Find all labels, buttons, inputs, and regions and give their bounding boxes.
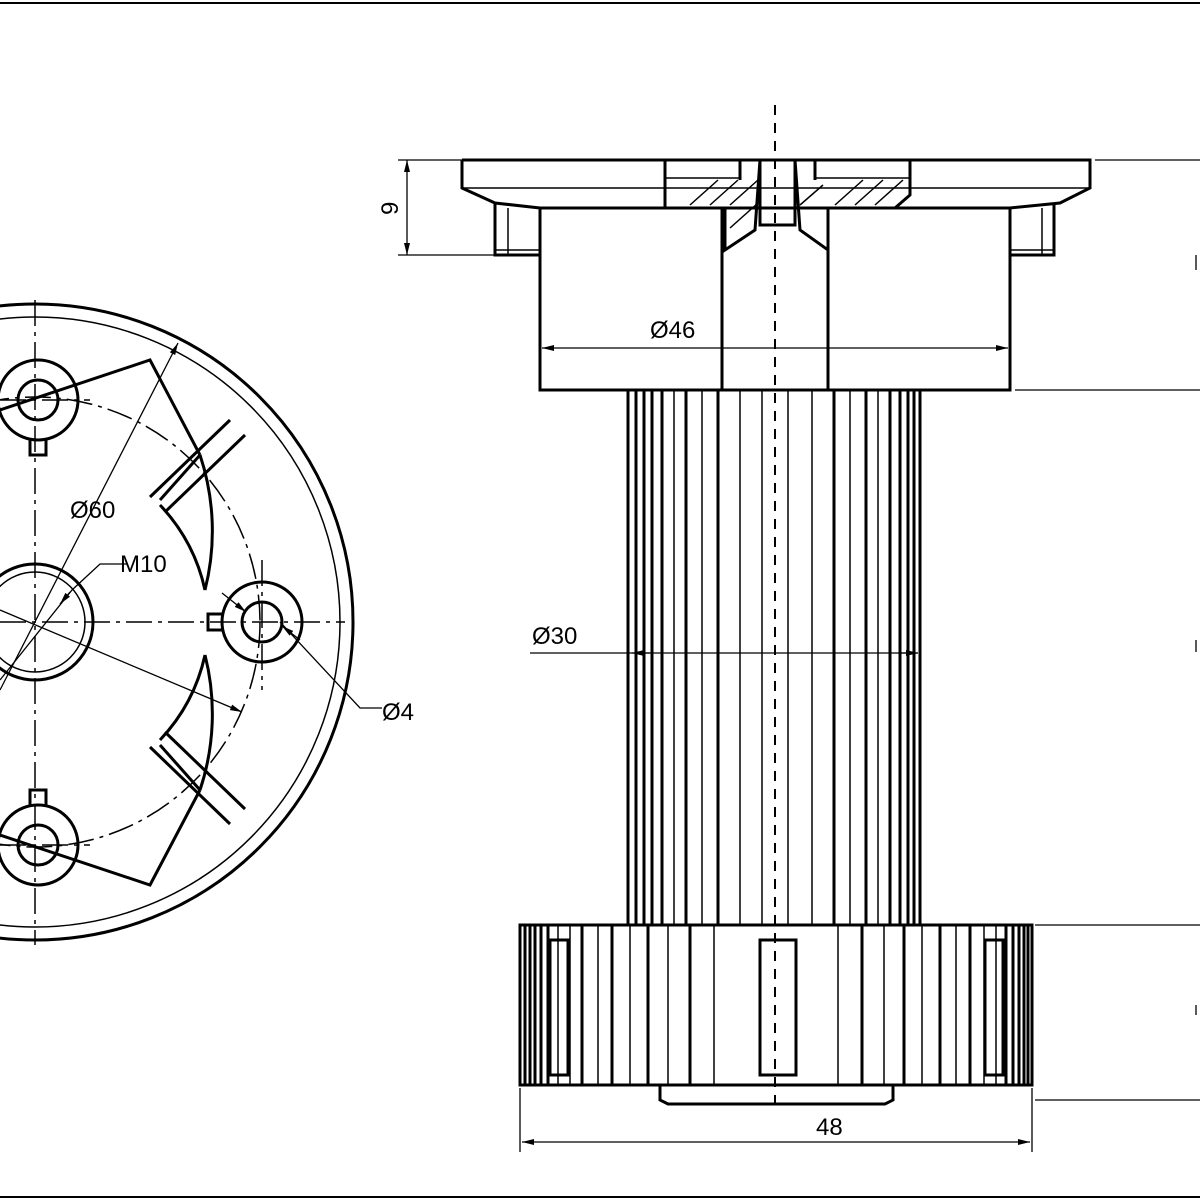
base-foot [518,923,1034,1106]
dim-top-diameter: Ø46 [650,317,695,344]
right-extension-lines [1015,159,1200,1101]
dim-48-group: 48 [519,1088,1033,1152]
plan-view: Ø60 M10 Ø4 [0,300,414,945]
dim-30-group: Ø30 [530,623,918,656]
dim-hole-diameter: Ø4 [382,699,414,726]
knurl-right [837,925,1030,1085]
dim-base-width: 48 [816,1114,843,1141]
dim-plate-height: 9 [377,202,404,215]
dim-plate-diameter: Ø60 [70,497,115,524]
knurl-left [523,925,715,1085]
plan-ribs [0,358,247,887]
fluted-stem [626,388,922,927]
dim-46-group: Ø46 [542,317,1008,351]
dim-9-group: 9 [377,159,495,256]
dim-stem-diameter: Ø30 [532,623,577,650]
hub-section [663,159,912,253]
elevation-view: 9 Ø46 Ø30 48 [377,105,1200,1152]
dim-thread: M10 [120,551,167,578]
